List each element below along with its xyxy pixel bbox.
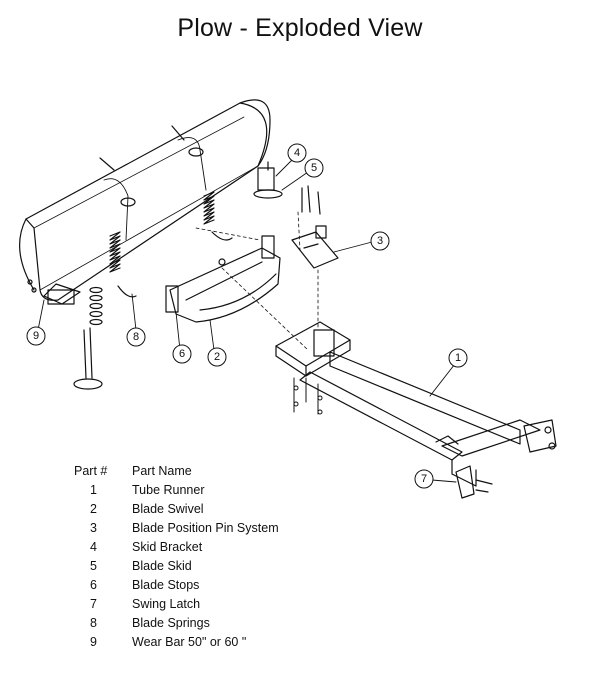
- legend-row-name: Wear Bar 50" or 60 ": [132, 635, 247, 649]
- legend-row-num: 5: [90, 559, 97, 573]
- legend-row: 1 Tube Runner: [74, 481, 279, 500]
- legend-row-num: 1: [90, 483, 97, 497]
- blade-position-pin-system: [291, 185, 339, 269]
- legend-header: Part # Part Name: [74, 462, 279, 481]
- blade-springs: [109, 191, 233, 298]
- callout-3: [370, 231, 390, 251]
- callout-5: [304, 158, 324, 178]
- legend-row: 8 Blade Springs: [74, 614, 279, 633]
- callout-8: [126, 327, 146, 347]
- legend-row: 7 Swing Latch: [74, 595, 279, 614]
- callout-4: [287, 143, 307, 163]
- legend-row-name: Skid Bracket: [132, 540, 203, 554]
- legend-row: 3 Blade Position Pin System: [74, 519, 279, 538]
- callout-9: [26, 326, 46, 346]
- legend-row-num: 7: [90, 597, 97, 611]
- legend-row-name: Tube Runner: [132, 483, 205, 497]
- legend-header-name: Part Name: [132, 464, 192, 478]
- callout-label-5: 5: [311, 162, 317, 174]
- legend-row-name: Blade Springs: [132, 616, 210, 630]
- legend-header-part: Part #: [74, 464, 108, 478]
- legend-row-name: Blade Swivel: [132, 502, 204, 516]
- callout-6: [172, 344, 192, 364]
- skid-bracket: [253, 161, 283, 199]
- callout-label-9: 9: [33, 330, 39, 342]
- legend-row-num: 6: [90, 578, 97, 592]
- legend-row: 9 Wear Bar 50" or 60 ": [74, 633, 279, 652]
- legend-row-name: Blade Skid: [132, 559, 192, 573]
- callout-label-2: 2: [214, 351, 220, 363]
- legend-row: 2 Blade Swivel: [74, 500, 279, 519]
- legend-row-num: 4: [90, 540, 97, 554]
- legend-row-num: 9: [90, 635, 97, 649]
- callout-label-8: 8: [133, 331, 139, 343]
- parts-legend: Part # Part Name 1 Tube Runner 2 Blade S…: [74, 462, 279, 652]
- swing-latch: [455, 465, 493, 499]
- legend-row-name: Blade Stops: [132, 578, 200, 592]
- mount-bolts: [293, 377, 323, 415]
- callout-label-6: 6: [179, 348, 185, 360]
- blade-swivel: [165, 235, 281, 323]
- left-skid: [73, 286, 103, 390]
- callout-label-1: 1: [455, 352, 461, 364]
- legend-row-num: 3: [90, 521, 97, 535]
- legend-row-num: 2: [90, 502, 97, 516]
- legend-row-num: 8: [90, 616, 97, 630]
- page-title: Plow - Exploded View: [177, 14, 423, 42]
- callout-label-3: 3: [377, 235, 383, 247]
- legend-row: 5 Blade Skid: [74, 557, 279, 576]
- legend-row-name: Swing Latch: [132, 597, 201, 611]
- legend-row: 4 Skid Bracket: [74, 538, 279, 557]
- wear-bar: [27, 279, 75, 305]
- callout-label-4: 4: [294, 147, 300, 159]
- callout-2: [207, 347, 227, 367]
- plow-blade: [19, 99, 271, 305]
- legend-row-name: Blade Position Pin System: [132, 521, 279, 535]
- tube-runner: [275, 321, 557, 487]
- callout-7: [414, 469, 434, 489]
- callout-1: [448, 348, 468, 368]
- legend-row: 6 Blade Stops: [74, 576, 279, 595]
- callout-label-7: 7: [421, 473, 427, 485]
